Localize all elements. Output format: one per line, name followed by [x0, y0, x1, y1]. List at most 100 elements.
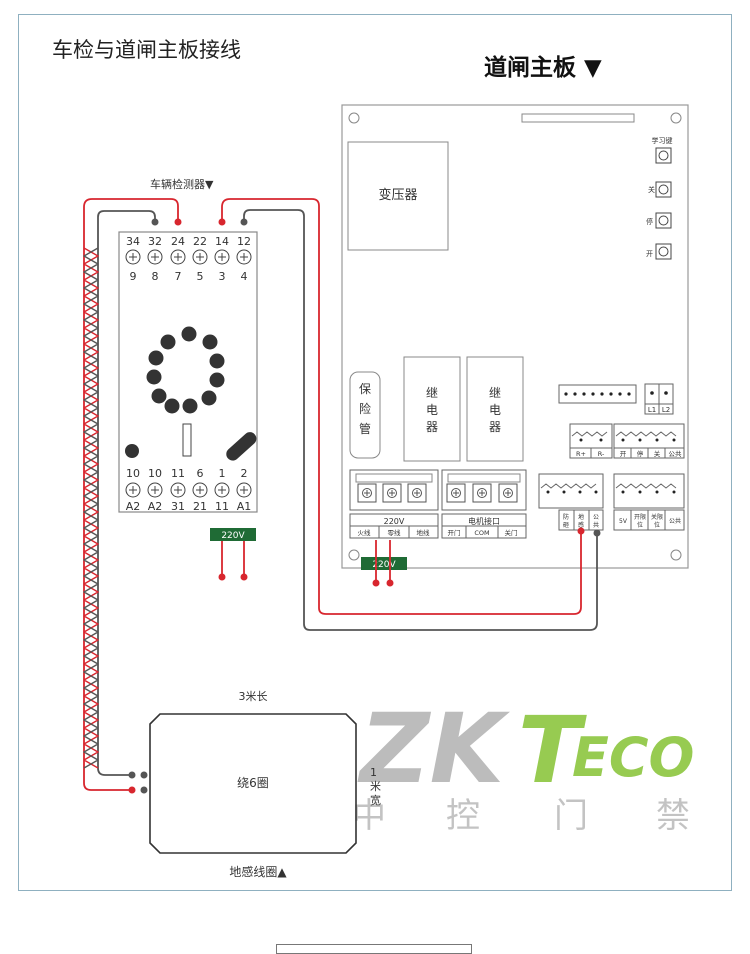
learn-key-label: 学习键 [652, 136, 673, 145]
stop-button-label: 停 [646, 217, 653, 226]
main-board: 变压器 学习键 关 停 开 保 险 管 继 电 器 继 [341, 104, 689, 570]
ctrl-stop: 停 [637, 449, 644, 458]
wire-pin14-to-loop-sensor [221, 198, 582, 615]
limit-close-1: 关限 [651, 513, 663, 521]
stop-button[interactable] [655, 212, 672, 229]
l2-label: L2 [662, 406, 670, 414]
detector-220v-badge [210, 528, 256, 541]
limit-close-2: 位 [654, 521, 660, 529]
detector-top1-4: 22 [193, 235, 207, 248]
control-terminal: 开 停 关 公共 [613, 423, 685, 459]
power-header: 220V [384, 517, 405, 526]
detector-bot1-2: 10 [148, 467, 162, 480]
open-button[interactable] [655, 243, 672, 260]
watermark-zk: ZK [357, 693, 511, 805]
page-title: 车检与道闸主板接线 [52, 38, 241, 62]
limit-terminal: 5V 开限 位 关限 位 公共 [613, 473, 685, 531]
motor-terminal: 电机接口 开门 COM 关门 [441, 469, 527, 539]
detector-top1-6: 12 [237, 235, 251, 248]
relay-2-label-3: 器 [489, 420, 501, 434]
sensor-common-1: 公 [593, 514, 599, 521]
rs485-terminal: R+ R- [569, 423, 613, 459]
power-neutral: 零线 [388, 528, 402, 537]
detector-bot1-3: 11 [171, 467, 185, 480]
wire-pin24-loop [83, 198, 179, 791]
l1-l2-connector: L1 L2 [644, 383, 674, 415]
power-ground: 地线 [417, 528, 431, 537]
detector-top2-5: 3 [219, 270, 226, 283]
watermark-cn-3: 门 [554, 796, 588, 836]
detector-bot2-3: 31 [171, 500, 185, 513]
detector-bot1-6: 2 [241, 467, 248, 480]
detector-top1-5: 14 [215, 235, 229, 248]
close-button-label: 关 [648, 185, 655, 194]
motor-open: 开门 [448, 528, 461, 537]
pin-header [558, 384, 637, 404]
loop-turns-label: 绕6圈 [237, 776, 269, 790]
led-ring [146, 326, 225, 414]
l1-label: L1 [648, 406, 656, 414]
loop-width-label-1: 1 [370, 766, 377, 779]
transformer [347, 141, 449, 251]
detector-top2-2: 8 [152, 270, 159, 283]
detector-top1-3: 24 [171, 235, 185, 248]
fuse-label-3: 管 [359, 421, 371, 436]
rs485-minus: R- [598, 450, 605, 458]
power-terminal: 220V 火线 零线 地线 [349, 469, 439, 539]
sensor-anti-smash-2: 砸 [563, 522, 569, 529]
vehicle-detector: 车辆检测器▼ 34 32 24 22 14 12 9 8 7 5 3 4 [118, 177, 259, 541]
relay-2-label-1: 继 [489, 386, 501, 400]
detector-top1-1: 34 [126, 235, 140, 248]
loop-length-label: 3米长 [239, 690, 268, 703]
adjust-knob[interactable] [224, 429, 259, 463]
ctrl-open: 开 [620, 450, 627, 458]
detector-top2-4: 5 [197, 270, 204, 283]
sensor-anti-smash-1: 防 [563, 513, 569, 521]
learn-key-button[interactable] [655, 147, 672, 164]
detector-bot2-5: 11 [215, 500, 229, 513]
sensor-loop-1: 地 [578, 513, 584, 521]
ctrl-common: 公共 [669, 449, 683, 458]
loop-width-label-3: 宽 [370, 793, 381, 807]
fuse [349, 371, 381, 459]
detector-bot2-1: A2 [126, 500, 141, 513]
relay-1-label-1: 继 [426, 386, 438, 400]
relay-1-label-2: 电 [426, 403, 438, 417]
diagram-frame [18, 14, 732, 891]
limit-5v: 5V [619, 518, 628, 525]
detector-top2-1: 9 [130, 270, 137, 283]
relay-2-label-2: 电 [489, 403, 501, 417]
open-button-label: 开 [646, 250, 653, 258]
detector-bot1-1: 10 [126, 467, 140, 480]
terminal-dots [128, 218, 601, 794]
loop-outline [149, 713, 357, 854]
detector-bot2-6: A1 [237, 500, 252, 513]
detector-bot1-4: 6 [197, 467, 204, 480]
ground-loop: 3米长 绕6圈 1 米 宽 地感线圈▲ [149, 690, 381, 879]
detector-bot2-2: A2 [148, 500, 163, 513]
motor-com: COM [474, 529, 489, 537]
wire-pin12-to-common [243, 209, 598, 631]
wire-pin32-loop [97, 210, 156, 776]
watermark-cn-1: 中 [352, 796, 386, 836]
sensor-common-2: 共 [593, 521, 599, 529]
ctrl-close: 关 [654, 449, 661, 458]
detector-220v-label: 220V [221, 531, 245, 541]
transformer-label: 变压器 [378, 187, 417, 203]
rs485-plus: R+ [576, 450, 586, 458]
detector-label: 车辆检测器▼ [150, 177, 214, 191]
relay-1 [403, 356, 461, 462]
loop-label: 地感线圈▲ [229, 864, 287, 879]
board-220v-label: 220V [372, 560, 396, 570]
close-button[interactable] [655, 181, 672, 198]
motor-header: 电机接口 [468, 516, 500, 526]
power-live: 火线 [358, 528, 372, 537]
watermark-cn-4: 禁 [656, 796, 690, 836]
fuse-label-2: 险 [359, 401, 371, 416]
limit-common: 公共 [669, 517, 681, 525]
detector-bot1-5: 1 [219, 467, 226, 480]
wires [83, 198, 598, 791]
detector-bot2-4: 21 [193, 500, 207, 513]
watermark-eco: ECO [572, 726, 694, 789]
